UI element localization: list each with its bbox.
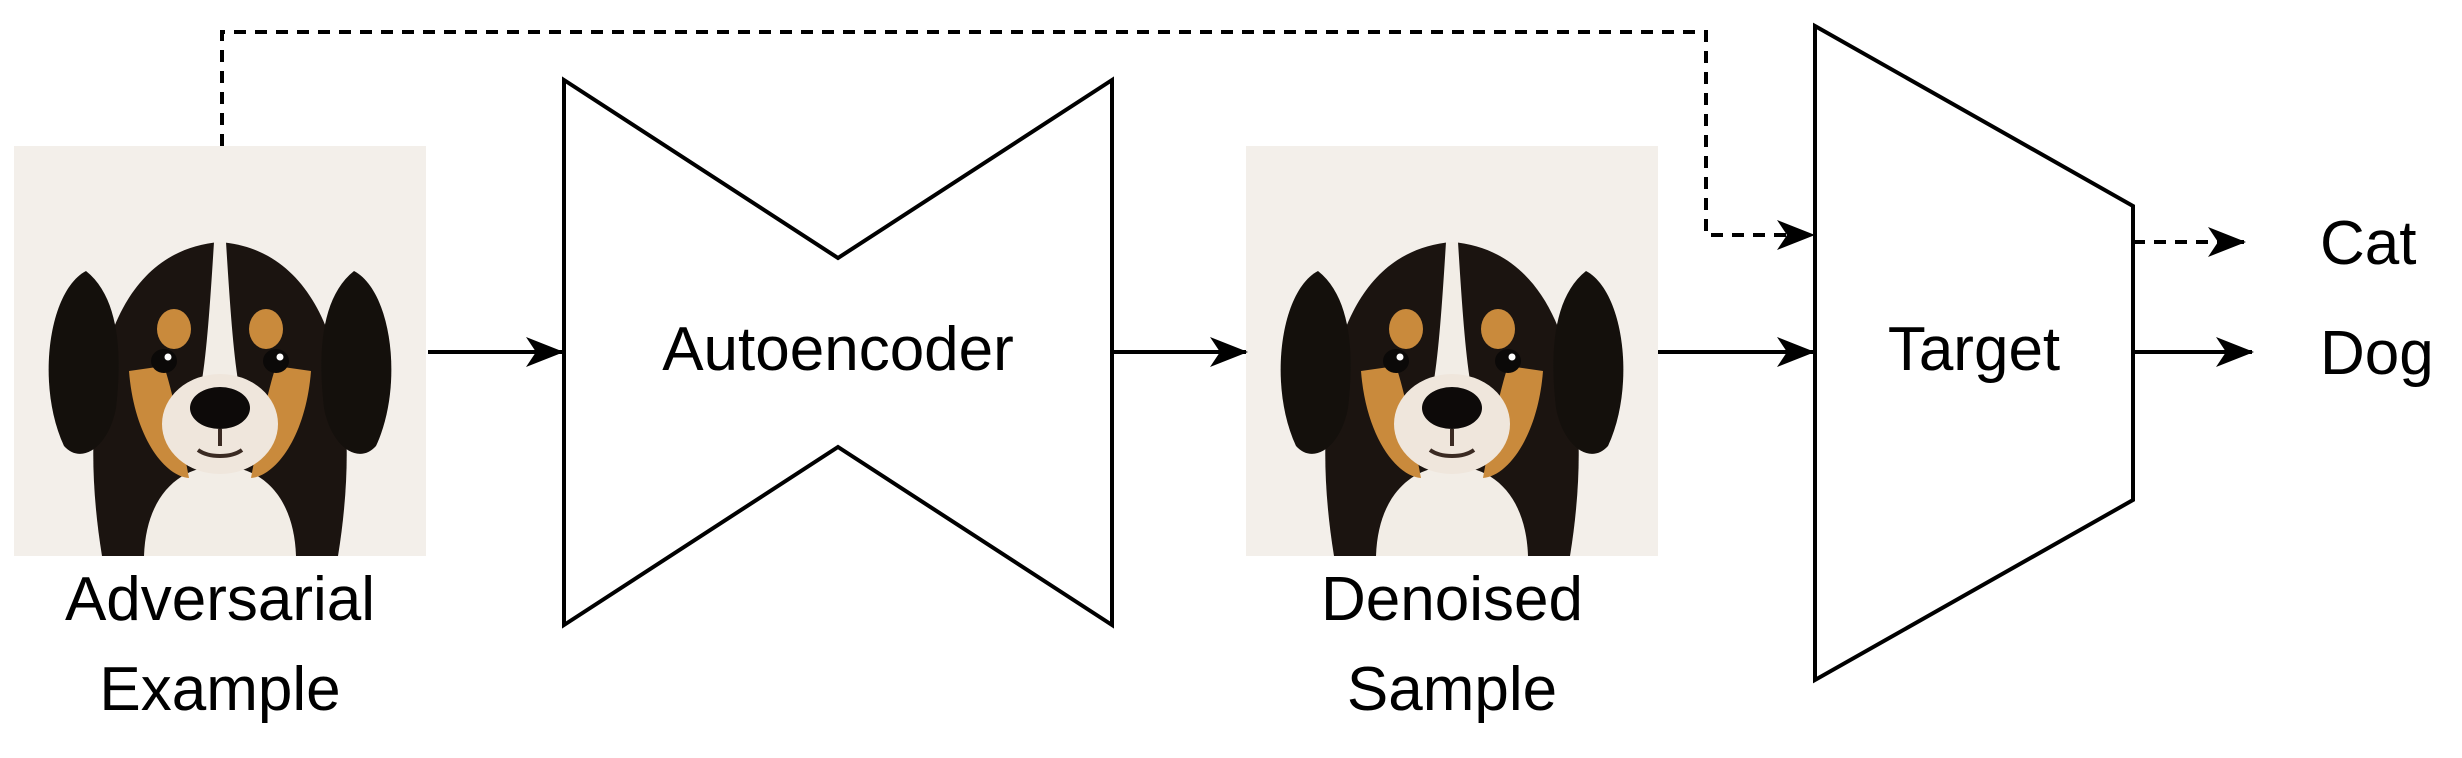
output-cat-label: Cat: [2320, 209, 2416, 278]
adversarial-example-image: [12, 144, 428, 558]
target-classifier-shape: [1813, 22, 2135, 684]
output-dog-label: Dog: [2320, 319, 2434, 388]
denoised-sample-image: [1244, 144, 1660, 558]
autoencoder-shape: [562, 76, 1114, 629]
denoised-label-line2: Sample: [1347, 655, 1557, 724]
autoencoder-label: Autoencoder: [662, 315, 1014, 384]
adversarial-label-line2: Example: [99, 655, 340, 724]
target-label: Target: [1888, 315, 2060, 384]
denoised-label-line1: Denoised: [1321, 565, 1583, 634]
adversarial-label-line1: Adversarial: [65, 565, 375, 634]
dashed-bypass-arrow: [220, 30, 1815, 250]
